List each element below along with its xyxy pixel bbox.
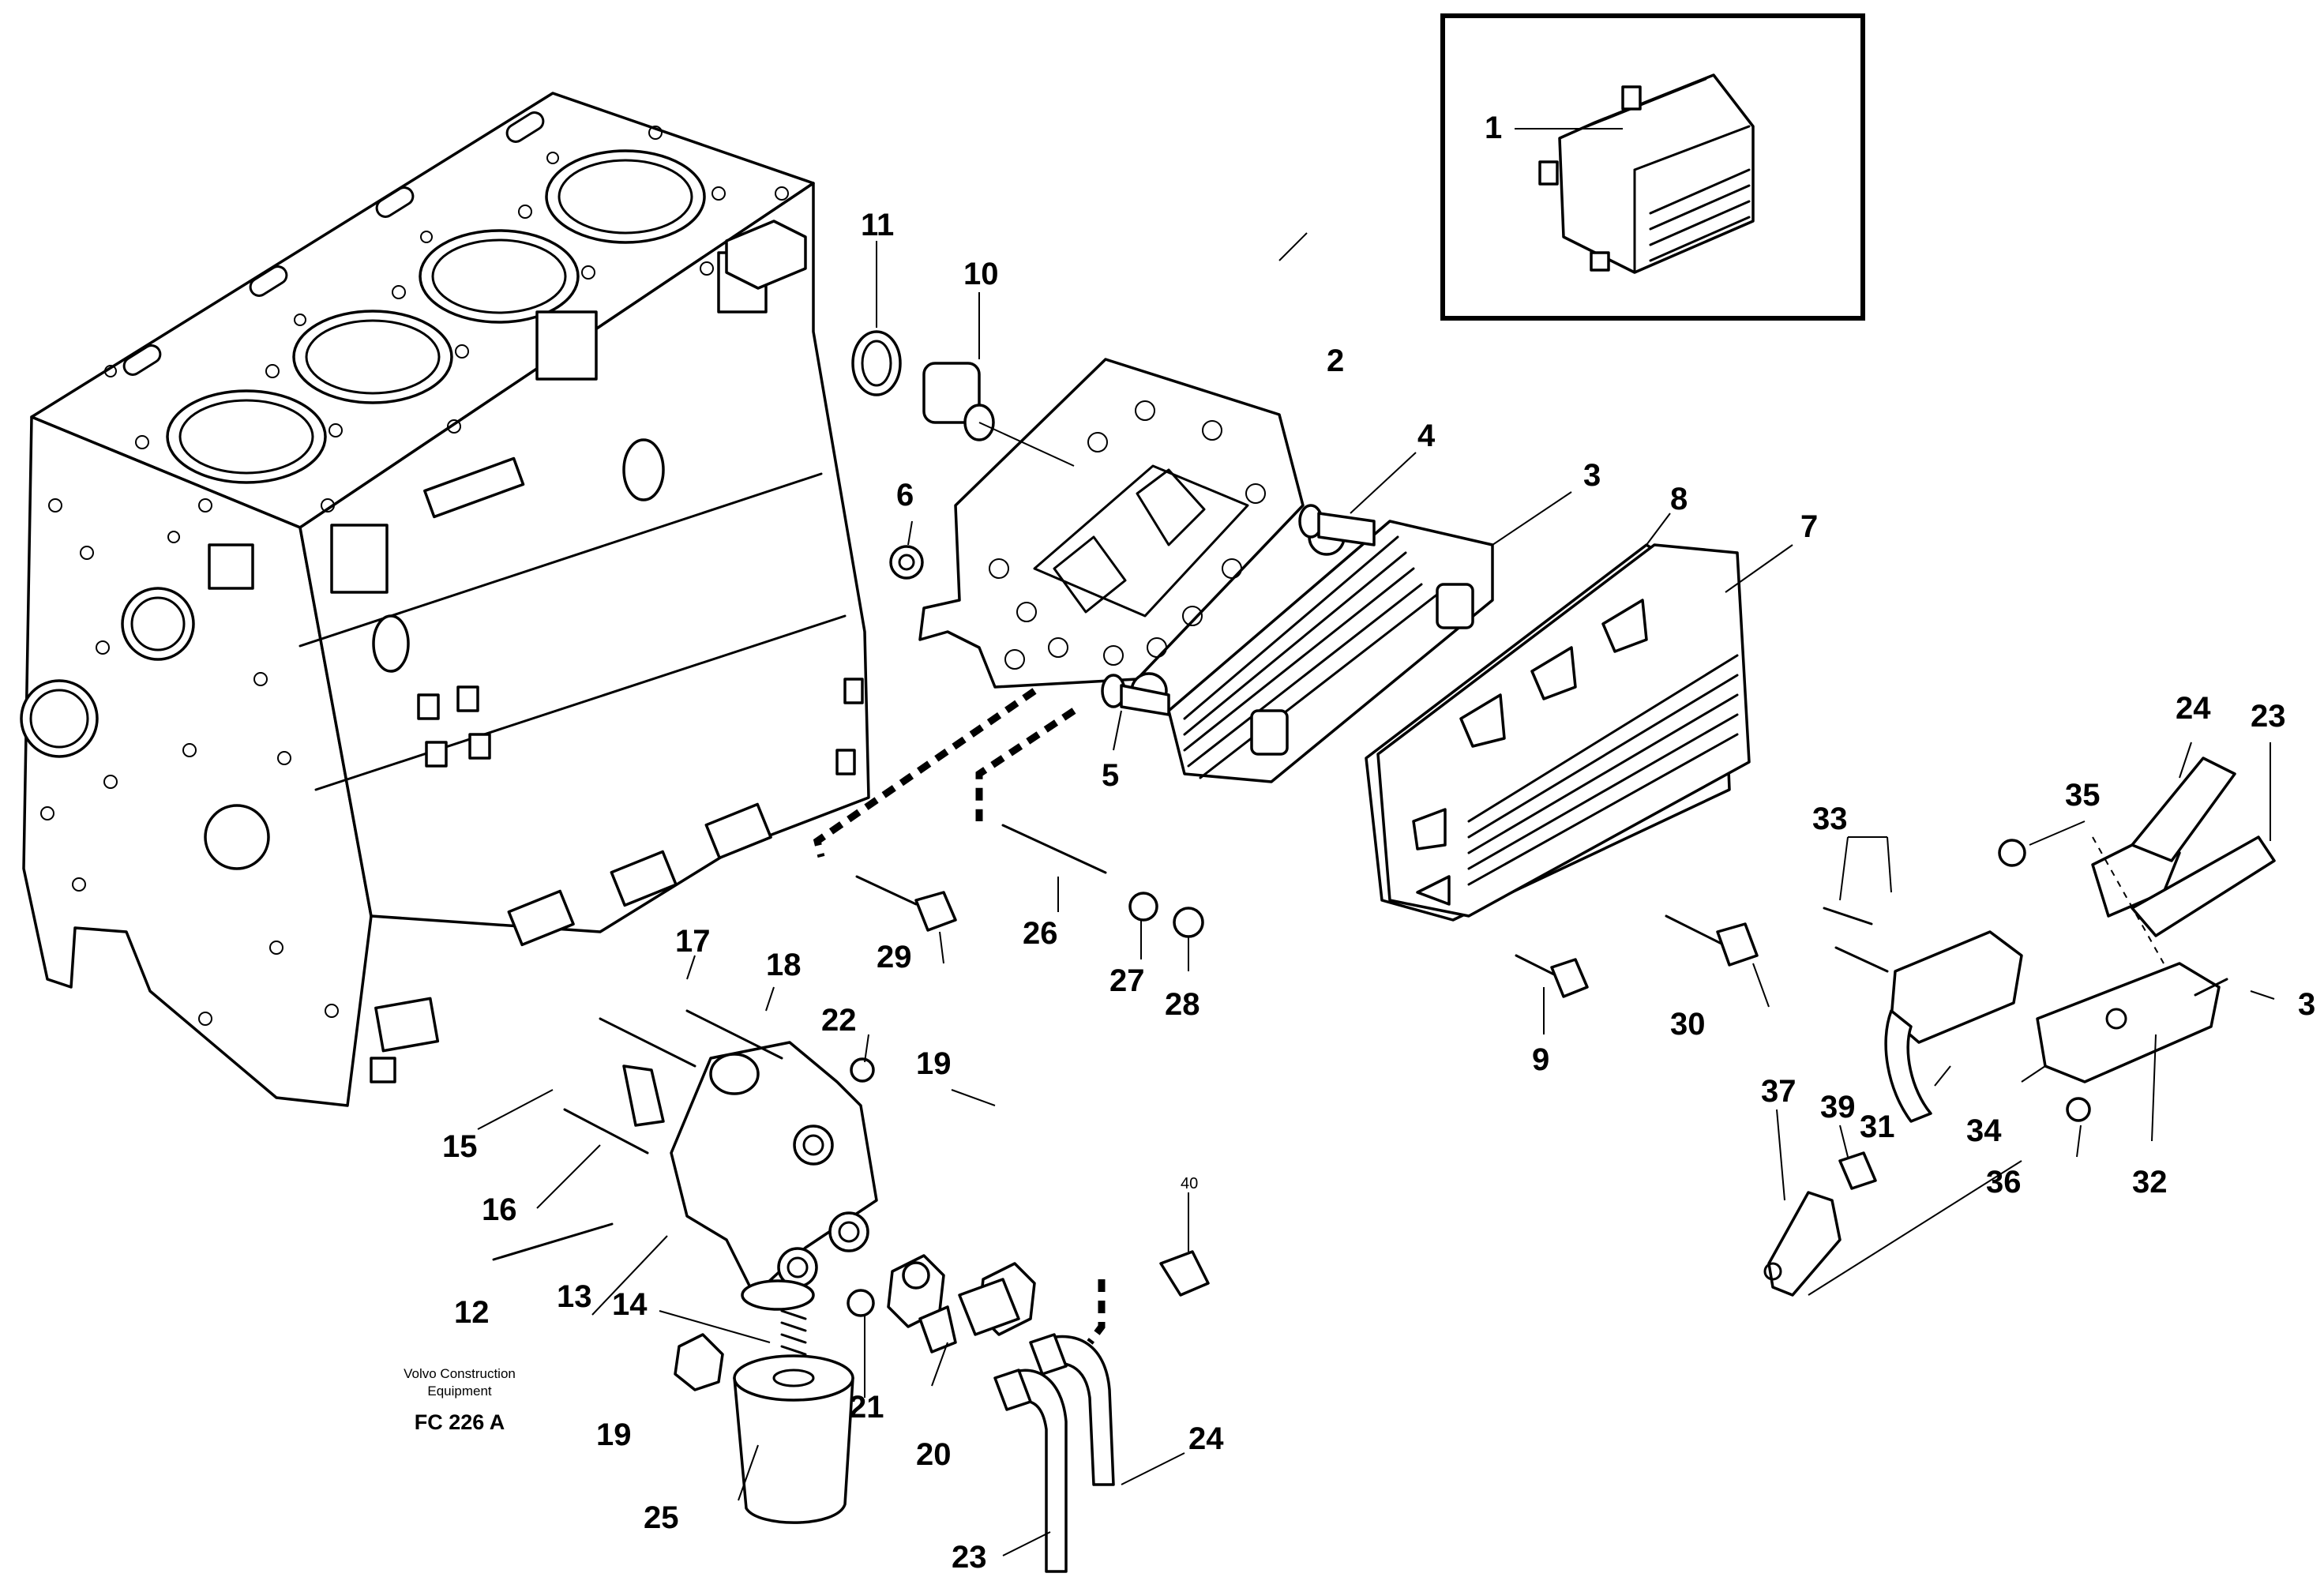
cooler-cover (1365, 543, 1751, 922)
callout-11: 11 (861, 208, 894, 242)
engine-block (20, 92, 870, 1107)
caption-figure-code: FC 226 A (415, 1410, 505, 1434)
small-parts (855, 504, 1759, 998)
callout-23b: 23 (2251, 699, 2286, 734)
figure-caption: Volvo Construction Equipment FC 226 A (404, 1366, 516, 1434)
callout-37: 37 (1761, 1074, 1797, 1109)
inset-box (1440, 13, 1865, 321)
callout-26: 26 (1023, 916, 1058, 951)
caption-company-line2: Equipment (427, 1384, 492, 1399)
callout-33: 33 (1812, 802, 1848, 836)
callout-19b: 19 (596, 1417, 632, 1452)
callout-18: 18 (766, 948, 802, 982)
callout-2: 2 (1327, 344, 1344, 378)
callout-21: 21 (849, 1390, 884, 1425)
callout-8: 8 (1670, 482, 1688, 516)
callout-labels: 1 2 3 4 5 6 7 8 9 10 11 12 13 14 15 16 1… (442, 111, 2315, 1575)
callout-3: 3 (1583, 458, 1601, 493)
callout-10: 10 (963, 257, 999, 291)
callout-5: 5 (1102, 758, 1119, 793)
callout-24a: 24 (1188, 1421, 1224, 1456)
cooler-housing (918, 358, 1305, 689)
callout-19a: 19 (916, 1046, 952, 1081)
pipe-assembly (1763, 757, 2276, 1297)
callout-14: 14 (612, 1287, 648, 1322)
callout-1: 1 (1485, 111, 1502, 145)
callout-25: 25 (644, 1500, 679, 1535)
callout-27: 27 (1109, 963, 1145, 998)
callout-23a: 23 (952, 1540, 987, 1575)
callout-34: 34 (1966, 1113, 2002, 1148)
callout-17: 17 (675, 924, 711, 959)
callout-12: 12 (454, 1295, 490, 1330)
callout-39: 39 (1820, 1090, 1856, 1125)
callout-20: 20 (916, 1437, 952, 1472)
caption-company-line1: Volvo Construction (404, 1366, 516, 1381)
dashed-connectors (813, 688, 1106, 1345)
hose-fittings (851, 330, 1075, 467)
callout-31: 31 (1860, 1110, 1895, 1144)
callout-40: 40 (1181, 1175, 1198, 1192)
callout-24b: 24 (2176, 691, 2211, 726)
callout-3b: 3 (2298, 987, 2315, 1022)
callout-6: 6 (896, 478, 914, 513)
callout-16: 16 (482, 1192, 517, 1227)
callout-13: 13 (557, 1279, 592, 1314)
callout-15: 15 (442, 1129, 478, 1164)
callout-7: 7 (1800, 509, 1818, 544)
callout-30: 30 (1670, 1007, 1706, 1042)
callout-29: 29 (877, 940, 912, 974)
callout-9: 9 (1532, 1042, 1549, 1077)
callout-36: 36 (1986, 1165, 2022, 1200)
callout-4: 4 (1417, 419, 1436, 453)
filter-assembly (563, 1009, 1210, 1573)
callout-28: 28 (1165, 987, 1200, 1022)
leader-lines (477, 128, 2275, 1556)
callout-32: 32 (2132, 1165, 2168, 1200)
callout-22: 22 (821, 1003, 857, 1038)
callout-35: 35 (2065, 778, 2101, 813)
